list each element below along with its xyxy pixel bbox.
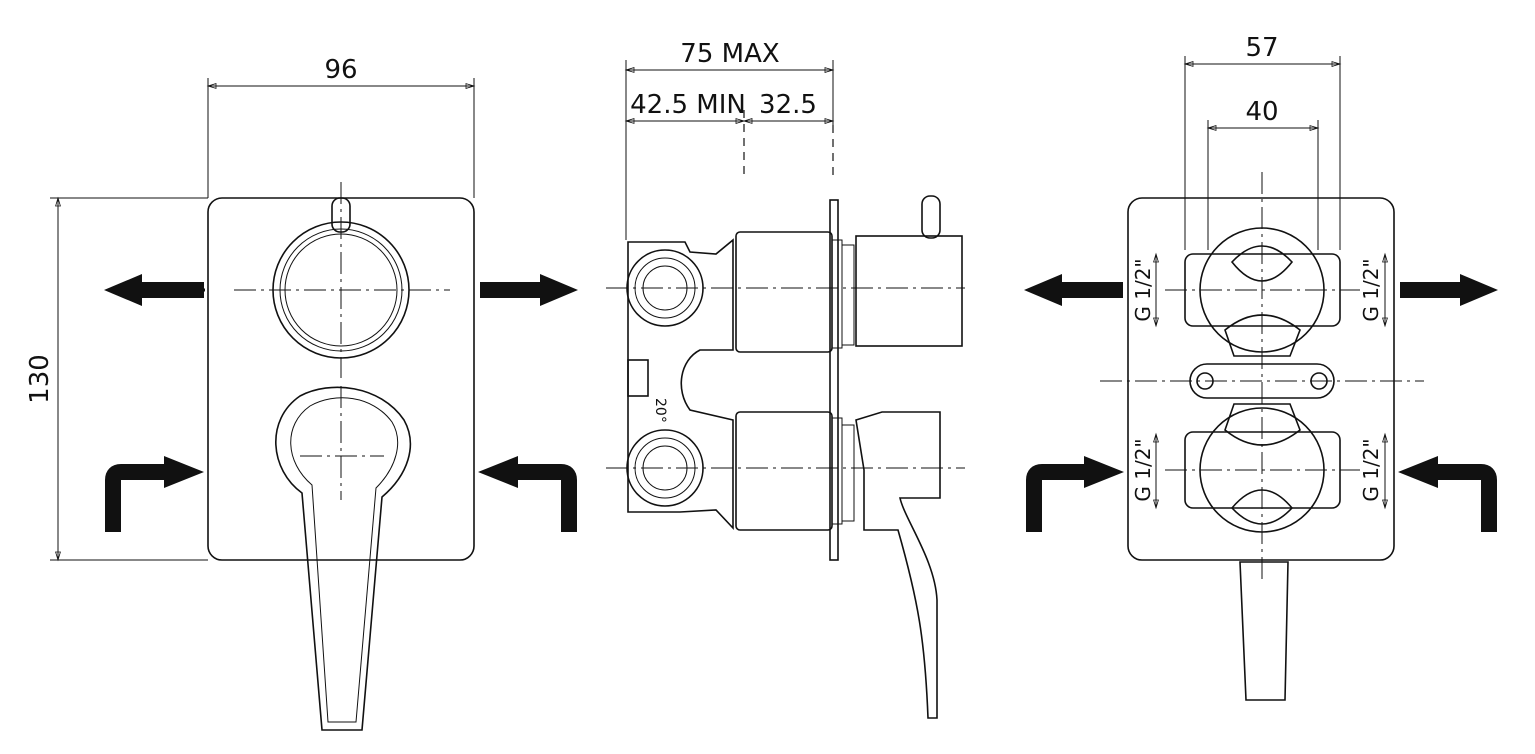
back-outer-label: 57 (1245, 33, 1278, 63)
side-offset-label: 32.5 (759, 90, 817, 120)
front-height-label: 130 (25, 354, 55, 404)
front-inlet-arrow-left (105, 464, 165, 532)
side-max-label: 75 MAX (680, 39, 779, 69)
front-width-label: 96 (324, 55, 357, 85)
back-inner-label: 40 (1245, 97, 1278, 127)
back-outlet-arrow-left (1024, 274, 1062, 306)
side-cover-plate (829, 199, 839, 561)
front-inlet-arrow-right (518, 464, 577, 532)
back-inlet-arrow-left (1026, 464, 1085, 532)
side-view: 75 MAX 42.5 MIN 32.5 20° (606, 39, 965, 719)
thread-label-right-top: G 1/2" (1359, 258, 1383, 321)
thread-label-left-bottom: G 1/2" (1131, 438, 1155, 501)
thread-label-right-bottom: G 1/2" (1359, 438, 1383, 501)
valve-body (627, 238, 734, 531)
thread-label-left-top: G 1/2" (1131, 258, 1155, 321)
side-min-label: 42.5 MIN (630, 90, 746, 120)
back-cover-plate (1127, 197, 1395, 561)
front-outlet-arrow-right (540, 274, 578, 306)
front-lever-handle (275, 386, 412, 731)
side-diverter-cylinder (855, 235, 963, 347)
back-inlet-arrow-right (1438, 464, 1497, 532)
front-view: 96 130 (25, 55, 578, 731)
angle-label: 20° (652, 398, 668, 423)
back-outlet-arrow-right (1460, 274, 1498, 306)
back-view: 57 40 G 1/2" G 1/2" G 1/2" G 1/2 (1024, 33, 1498, 701)
side-lever-handle (855, 411, 941, 719)
back-lever-handle (1239, 561, 1289, 701)
side-diverter-pin (921, 195, 941, 239)
